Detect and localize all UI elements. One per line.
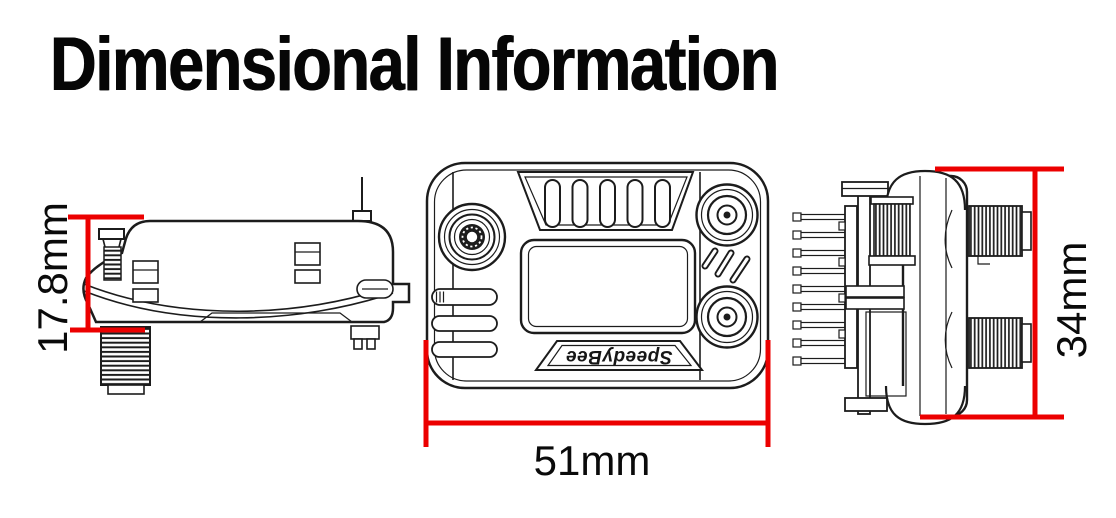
dimension-lines-17-8mm — [68, 214, 145, 333]
side-profile-drawing — [68, 177, 411, 395]
push-button — [437, 202, 507, 272]
antenna-wire-icon — [352, 177, 372, 222]
sma-connector-bottom-left — [100, 326, 151, 395]
logo-plate — [534, 340, 705, 371]
side-grip-slots — [431, 288, 498, 358]
dimension-lines-34mm — [920, 166, 1064, 420]
dimension-label-width-51: 51mm — [533, 437, 651, 484]
vent-slots — [516, 171, 695, 231]
top-view-drawing — [423, 161, 771, 447]
inner-thread-cylinder — [868, 196, 916, 266]
dimension-label-height-34: 34mm — [1048, 241, 1095, 359]
sma-connector-top-right — [966, 205, 1032, 265]
device-body-outline — [884, 169, 969, 426]
sma-connector-bottom — [695, 285, 759, 349]
slash-vents — [701, 247, 751, 284]
bottom-bracket — [844, 397, 888, 412]
dimension-lines-51mm — [423, 340, 771, 447]
mounting-tab — [98, 228, 125, 281]
sma-connector-bottom-right — [968, 317, 1032, 369]
speedybee-logo-text: SpeedyBee — [565, 346, 673, 367]
dimension-label-height-17-8: 17.8mm — [29, 202, 76, 354]
status-screen — [519, 238, 697, 335]
connector-side-drawing — [792, 166, 1064, 426]
page-title: Dimensional Information — [50, 22, 779, 107]
sma-connector-top — [695, 183, 759, 247]
foot-connector — [350, 325, 380, 350]
